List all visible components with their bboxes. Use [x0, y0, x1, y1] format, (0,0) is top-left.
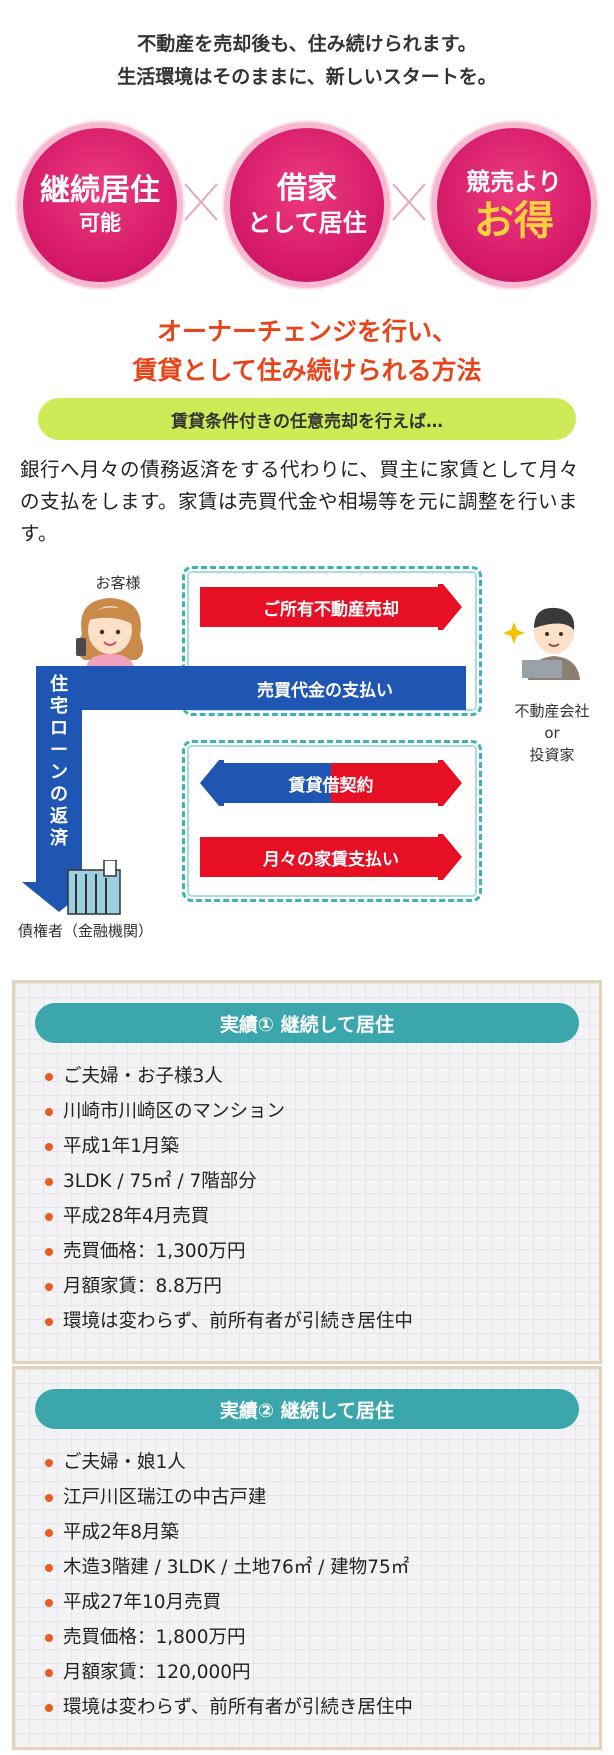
intro-line-2: 生活環境はそのままに、新しいスタートを。 [117, 66, 497, 88]
arrow-sale-label: ご所有不動産売却 [263, 599, 399, 620]
arrow-lease-label: 賃貸借契約 [288, 775, 374, 796]
list-item: 売買価格：1,800万円 [45, 1620, 413, 1655]
arrow-lease: 賃貸借契約 [200, 760, 462, 806]
badge-2-line-2: として居住 [247, 209, 367, 237]
case-card-1: 実績① 継続して居住 ご夫婦・お子様3人 川崎市川崎区のマンション 平成1年1月… [12, 980, 602, 1364]
creditor-label: 債権者（金融機関） [18, 922, 154, 940]
case-2-title: 実績② 継続して居住 [35, 1389, 579, 1429]
badge-3-line-2: お得 [474, 198, 554, 244]
case-1-details: ご夫婦・お子様3人 川崎市川崎区のマンション 平成1年1月築 3LDK / 75… [45, 1059, 413, 1339]
arrow-payment-label: 売買代金の支払い [257, 680, 393, 701]
list-item: 平成1年1月築 [45, 1129, 413, 1164]
intro-text: 不動産を売却後も、住み続けられます。 生活環境はそのままに、新しいスタートを。 [0, 28, 614, 94]
badge-1-line-2: 可能 [79, 211, 121, 235]
right-arrow-icon [200, 834, 462, 880]
list-item: 平成27年10月売買 [45, 1585, 413, 1620]
case-card-2: 実績② 継続して居住 ご夫婦・娘1人 江戸川区瑞江の中古戸建 平成2年8月築 木… [12, 1366, 602, 1750]
badge-rental-residence: 借家 として居住 [224, 122, 390, 288]
list-item: 江戸川区瑞江の中古戸建 [45, 1480, 413, 1515]
buyer-label-line-2: or [544, 724, 560, 742]
arrow-rent-label: 月々の家賃支払い [263, 849, 399, 870]
list-item: 環境は変わらず、前所有者が引続き居住中 [45, 1304, 413, 1339]
buyer-icon [503, 607, 580, 680]
arrow-rent: 月々の家賃支払い [200, 834, 462, 880]
badge-2-line-1: 借家 [277, 171, 337, 206]
times-icon [392, 183, 426, 221]
buyer-label-line-1: 不動産会社 [514, 702, 590, 720]
arrow-sale: ご所有不動産売却 [200, 584, 462, 630]
badge-continued-residence: 継続居住 可能 [17, 122, 183, 288]
heading-line-2: 賃貸として住み続けられる方法 [132, 356, 482, 385]
list-item: 平成2年8月築 [45, 1515, 413, 1550]
list-item: ご夫婦・娘1人 [45, 1445, 413, 1480]
heading-line-1: オーナーチェンジを行い、 [156, 317, 457, 346]
customer-icon [76, 598, 144, 668]
badge-3-line-1: 競売より [466, 168, 562, 196]
description-text: 銀行へ月々の債務返済をする代わりに、買主に家賃として月々の支払をします。家賃は売… [20, 458, 579, 545]
double-arrow-icon [200, 760, 462, 806]
list-item: 木造3階建 / 3LDK / 土地76㎡ / 建物75㎡ [45, 1550, 413, 1585]
feature-badges: 継続居住 可能 借家 として居住 競売より お得 [0, 122, 614, 288]
flow-diagram: お客様 ご所有不動産売却 売買代金の支払い 住宅ローンの返済 不動産会社 [0, 566, 614, 960]
buyer-label-line-3: 投資家 [529, 746, 575, 764]
payment-bar [36, 666, 466, 710]
customer-label: お客様 [95, 574, 141, 592]
case-2-details: ご夫婦・娘1人 江戸川区瑞江の中古戸建 平成2年8月築 木造3階建 / 3LDK… [45, 1445, 413, 1725]
arrow-payment: 売買代金の支払い [180, 665, 470, 711]
case-1-title: 実績① 継続して居住 [35, 1003, 579, 1043]
loan-label: 住宅ローンの返済 [50, 674, 68, 849]
badge-better-than-auction: 競売より お得 [431, 122, 597, 288]
intro-line-1: 不動産を売却後も、住み続けられます。 [137, 33, 477, 55]
list-item: ご夫婦・お子様3人 [45, 1059, 413, 1094]
loan-bar [36, 666, 82, 890]
lease-box [182, 740, 482, 902]
bank-icon [67, 860, 121, 915]
badge-1-line-1: 継続居住 [40, 173, 160, 208]
section-heading: オーナーチェンジを行い、 賃貸として住み続けられる方法 [0, 312, 614, 390]
right-arrow-icon [200, 584, 462, 630]
list-item: 環境は変わらず、前所有者が引続き居住中 [45, 1690, 413, 1725]
list-item: 平成28年4月売買 [45, 1199, 413, 1234]
list-item: 月額家賃：120,000円 [45, 1655, 413, 1690]
buyer-label: 不動産会社 or 投資家 [494, 700, 610, 766]
sale-box [182, 566, 482, 716]
list-item: 売買価格：1,300万円 [45, 1234, 413, 1269]
list-item: 月額家賃：8.8万円 [45, 1269, 413, 1304]
condition-pill: 賃貸条件付きの任意売却を行えば… [38, 398, 576, 440]
list-item: 川崎市川崎区のマンション [45, 1094, 413, 1129]
times-icon [184, 183, 218, 221]
list-item: 3LDK / 75㎡ / 7階部分 [45, 1164, 413, 1199]
